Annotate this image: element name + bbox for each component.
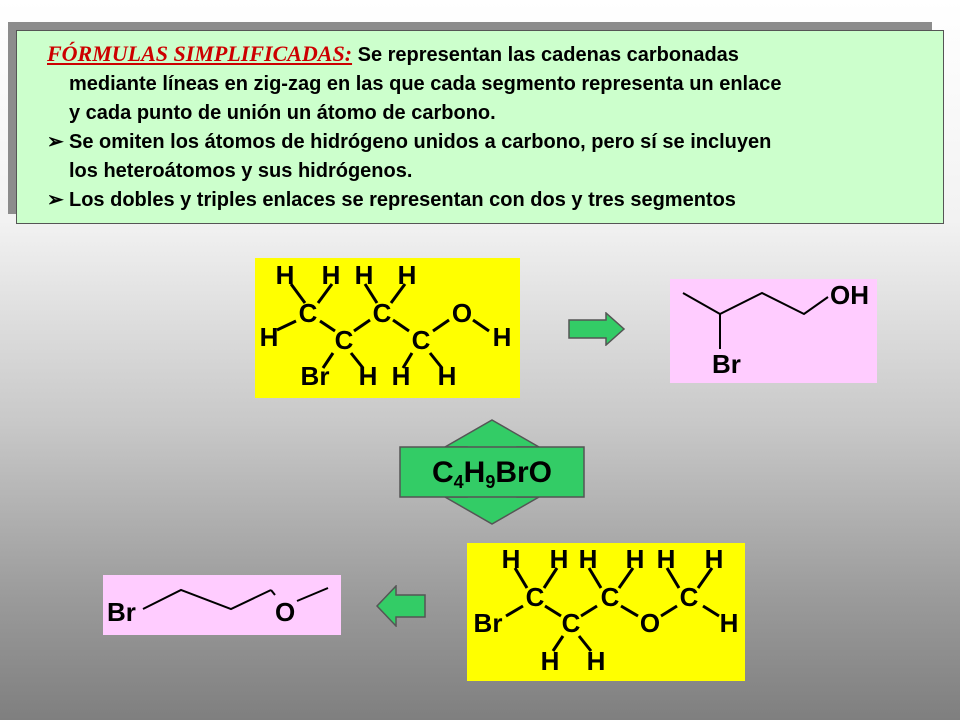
atom-br: Br bbox=[474, 608, 503, 638]
atom-h: H bbox=[502, 544, 521, 574]
definition-text-box: FÓRMULAS SIMPLIFICADAS: Se representan l… bbox=[16, 30, 944, 224]
atom-h: H bbox=[587, 646, 606, 676]
pink-panel-bg bbox=[670, 279, 877, 383]
atom-c: C bbox=[680, 582, 699, 612]
atom-br: Br bbox=[107, 597, 136, 627]
arrow-right-icon bbox=[568, 312, 626, 346]
atom-h: H bbox=[322, 260, 341, 290]
arrow-bullet-icon: ➢ bbox=[47, 189, 64, 211]
atom-h: H bbox=[705, 544, 724, 574]
atom-oh: OH bbox=[830, 280, 869, 310]
atom-h: H bbox=[392, 361, 411, 391]
atom-c: C bbox=[299, 298, 318, 328]
atom-o: O bbox=[275, 597, 295, 627]
para1-line3: y cada punto de unión un átomo de carbon… bbox=[69, 102, 496, 124]
bullet2-line2: los heteroátomos y sus hidrógenos. bbox=[69, 160, 413, 182]
atom-br: Br bbox=[301, 361, 330, 391]
atom-h: H bbox=[438, 361, 457, 391]
atom-h: H bbox=[355, 260, 374, 290]
atom-h: H bbox=[260, 322, 279, 352]
skeletal-formula-bromobutanol: OH Br bbox=[670, 279, 877, 383]
paragraph-definition: FÓRMULAS SIMPLIFICADAS: Se representan l… bbox=[47, 39, 927, 128]
atom-h: H bbox=[720, 608, 739, 638]
atom-o: O bbox=[452, 298, 472, 328]
atom-h: H bbox=[550, 544, 569, 574]
arrow-left-icon bbox=[376, 585, 426, 627]
bullet2-line1: Se omiten los átomos de hidrógeno unidos… bbox=[69, 131, 772, 153]
atom-h: H bbox=[626, 544, 645, 574]
atom-h: H bbox=[541, 646, 560, 676]
atom-h: H bbox=[657, 544, 676, 574]
atom-h: H bbox=[493, 322, 512, 352]
bullet3-line1: Los dobles y triples enlaces se represen… bbox=[69, 189, 736, 211]
atom-h: H bbox=[398, 260, 417, 290]
molecular-formula: C4H9BrO bbox=[432, 456, 552, 492]
atom-br: Br bbox=[712, 349, 741, 379]
atom-c: C bbox=[601, 582, 620, 612]
atom-c: C bbox=[373, 298, 392, 328]
structural-formula-bromobutanol: H H H H C C O H C C H Br H H H bbox=[255, 258, 520, 398]
bonds bbox=[505, 567, 720, 652]
atom-h: H bbox=[276, 260, 295, 290]
atom-o: O bbox=[640, 608, 660, 638]
heading-formulas-simplificadas: FÓRMULAS SIMPLIFICADAS: bbox=[47, 41, 353, 66]
atom-h: H bbox=[579, 544, 598, 574]
atom-c: C bbox=[412, 325, 431, 355]
bullet-item-multiple-bonds: ➢ Los dobles y triples enlaces se repres… bbox=[47, 186, 927, 215]
bullet-item-hydrogens: ➢ Se omiten los átomos de hidrógeno unid… bbox=[47, 128, 927, 186]
yellow-panel-bg bbox=[255, 258, 520, 398]
skeletal-formula-ether: Br O bbox=[103, 575, 341, 635]
molecular-formula-double-arrow: C4H9BrO bbox=[399, 419, 585, 525]
atom-h: H bbox=[359, 361, 378, 391]
atom-c: C bbox=[335, 325, 354, 355]
structural-formula-ether: H H H H H H C C C Br C O H H H bbox=[467, 543, 745, 681]
para1-line1: Se representan las cadenas carbonadas bbox=[352, 44, 739, 66]
bonds bbox=[276, 283, 490, 369]
atom-c: C bbox=[562, 608, 581, 638]
arrow-bullet-icon: ➢ bbox=[47, 131, 64, 153]
para1-line2: mediante líneas en zig-zag en las que ca… bbox=[69, 73, 782, 95]
atom-c: C bbox=[526, 582, 545, 612]
